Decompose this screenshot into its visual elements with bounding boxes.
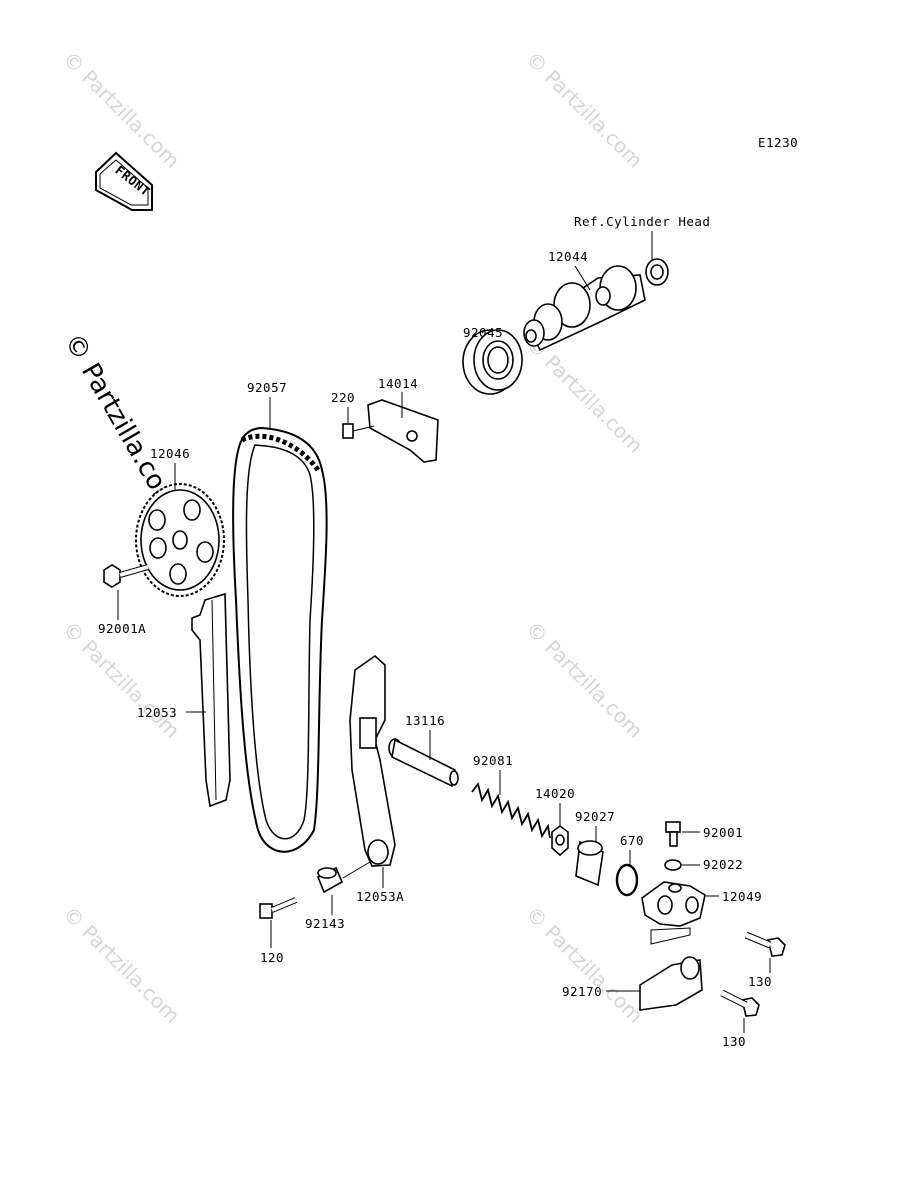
chain-guide bbox=[191, 592, 231, 808]
leader-bracket bbox=[650, 927, 691, 945]
part-label-670: 670 bbox=[620, 833, 644, 848]
watermark: © Partzilla.com bbox=[58, 902, 184, 1028]
part-label-14014: 14014 bbox=[378, 376, 418, 391]
tensioner-spring bbox=[471, 781, 551, 839]
watermark: © Partzilla.com bbox=[521, 902, 647, 1028]
arm-pivot-bolt bbox=[259, 897, 298, 919]
cam-chain bbox=[232, 426, 328, 853]
o-ring bbox=[615, 863, 639, 897]
part-label-12049: 12049 bbox=[722, 889, 762, 904]
part-label-92027: 92027 bbox=[575, 809, 615, 824]
sprocket-bolt bbox=[103, 564, 149, 588]
part-label-92045: 92045 bbox=[463, 325, 503, 340]
part-label-12044: 12044 bbox=[548, 249, 588, 264]
diagram-code: E1230 bbox=[758, 135, 798, 150]
tensioner-body bbox=[641, 881, 706, 927]
tensioner-collar bbox=[575, 840, 604, 887]
part-label-92057: 92057 bbox=[247, 380, 287, 395]
tensioner-bolt-lower bbox=[720, 989, 760, 1017]
chain-guide-plate bbox=[367, 399, 439, 463]
watermark: © Partzilla.com bbox=[58, 47, 184, 173]
bolt-220 bbox=[342, 423, 375, 439]
part-label-12053: 12053 bbox=[137, 705, 177, 720]
camshaft bbox=[523, 265, 646, 352]
part-label-92022: 92022 bbox=[703, 857, 743, 872]
leader-line bbox=[342, 861, 371, 879]
front-arrow-icon: FRONT bbox=[95, 151, 153, 211]
washer bbox=[664, 859, 682, 871]
small-bearing bbox=[645, 258, 669, 286]
part-label-12053A: 12053A bbox=[356, 889, 404, 904]
tensioner-bracket bbox=[639, 956, 703, 1011]
part-label-92170: 92170 bbox=[562, 984, 602, 999]
chain-tensioner-arm bbox=[349, 654, 396, 867]
ball-bearing bbox=[462, 329, 523, 395]
cam-sprocket bbox=[135, 483, 225, 597]
part-label-13116: 13116 bbox=[405, 713, 445, 728]
reference-note: Ref.Cylinder Head bbox=[574, 214, 710, 229]
watermark: © Partzilla.com bbox=[521, 617, 647, 743]
part-label-92081: 92081 bbox=[473, 753, 513, 768]
part-label-120: 120 bbox=[260, 950, 284, 965]
leader-line bbox=[574, 265, 591, 291]
part-label-130: 130 bbox=[748, 974, 772, 989]
part-label-12046: 12046 bbox=[150, 446, 190, 461]
part-label-92143: 92143 bbox=[305, 916, 345, 931]
watermark: © Partzilla.com bbox=[521, 47, 647, 173]
tensioner-bolt-upper bbox=[744, 931, 786, 957]
part-label-92001: 92001 bbox=[703, 825, 743, 840]
part-label-130: 130 bbox=[722, 1034, 746, 1049]
part-label-220: 220 bbox=[331, 390, 355, 405]
tensioner-pin bbox=[388, 738, 459, 788]
part-label-14020: 14020 bbox=[535, 786, 575, 801]
tensioner-cap-bolt bbox=[665, 821, 681, 847]
arm-collar bbox=[316, 866, 344, 894]
tensioner-nut bbox=[551, 825, 569, 857]
part-label-92001A: 92001A bbox=[98, 621, 146, 636]
